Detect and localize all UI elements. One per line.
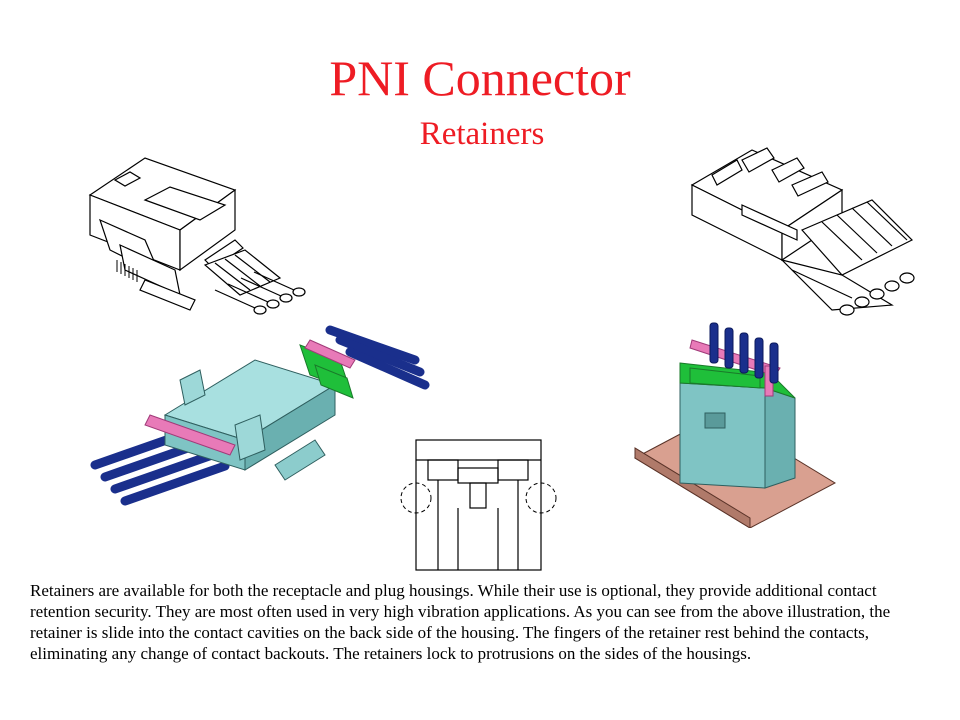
receptacle-line-drawing	[88, 157, 306, 315]
section-view-drawing	[400, 439, 557, 571]
slide-subtitle: Retainers	[419, 116, 545, 152]
shaded-assembly-horizontal	[90, 325, 430, 506]
plug-line-drawing	[690, 147, 915, 316]
slide-title: PNI Connector	[329, 50, 631, 106]
body-text: Retainers are available for both the rec…	[30, 581, 891, 663]
shaded-assembly-vertical	[633, 322, 837, 528]
